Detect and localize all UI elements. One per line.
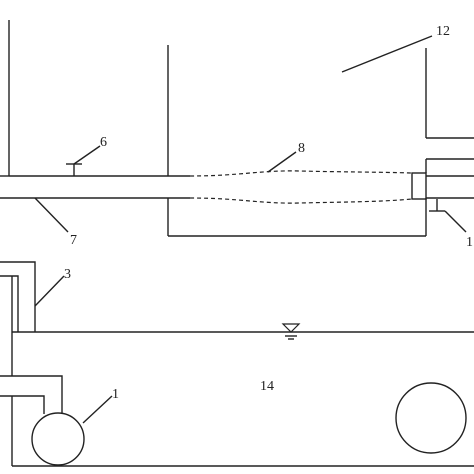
upper-right-tank <box>425 48 474 139</box>
leader-8 <box>267 151 297 173</box>
flow-jet-upper <box>189 170 413 177</box>
leader-6 <box>73 145 101 165</box>
lower-right-box <box>167 198 427 237</box>
label-1: 1 <box>112 387 119 402</box>
label-7: 7 <box>70 233 77 248</box>
valve-lower-right <box>429 199 445 212</box>
leader-1 <box>82 395 113 424</box>
label-6: 6 <box>100 135 107 150</box>
water-level-triangle <box>281 323 301 333</box>
upper-left-tank <box>0 20 190 177</box>
pump-pipe-upper <box>0 375 63 414</box>
flow-jet-8 <box>189 170 413 204</box>
label-14: 14 <box>260 379 274 394</box>
pipe-3-inner <box>0 275 19 332</box>
water-level-marker <box>281 323 301 340</box>
pump-1 <box>31 412 85 466</box>
leader-lines <box>34 35 467 424</box>
label-3: 3 <box>64 267 71 282</box>
nozzle-body <box>411 172 427 200</box>
right-nozzle <box>411 158 474 200</box>
flow-jet-lower <box>189 197 413 204</box>
leader-7 <box>34 197 69 233</box>
leader-1x <box>444 210 467 233</box>
valve-6 <box>66 163 82 176</box>
left-pipe-3 <box>0 261 36 332</box>
lower-tank-14 <box>11 331 474 467</box>
leader-12 <box>341 35 433 73</box>
pump-right <box>395 382 467 454</box>
label-8: 8 <box>298 141 305 156</box>
pump-1-pipe <box>0 375 63 414</box>
label-1-right: 1 <box>466 235 473 250</box>
pump-pipe-lower <box>0 395 45 414</box>
leader-3 <box>34 275 65 307</box>
pipe-3-outer <box>0 261 36 332</box>
label-12: 12 <box>436 24 450 39</box>
